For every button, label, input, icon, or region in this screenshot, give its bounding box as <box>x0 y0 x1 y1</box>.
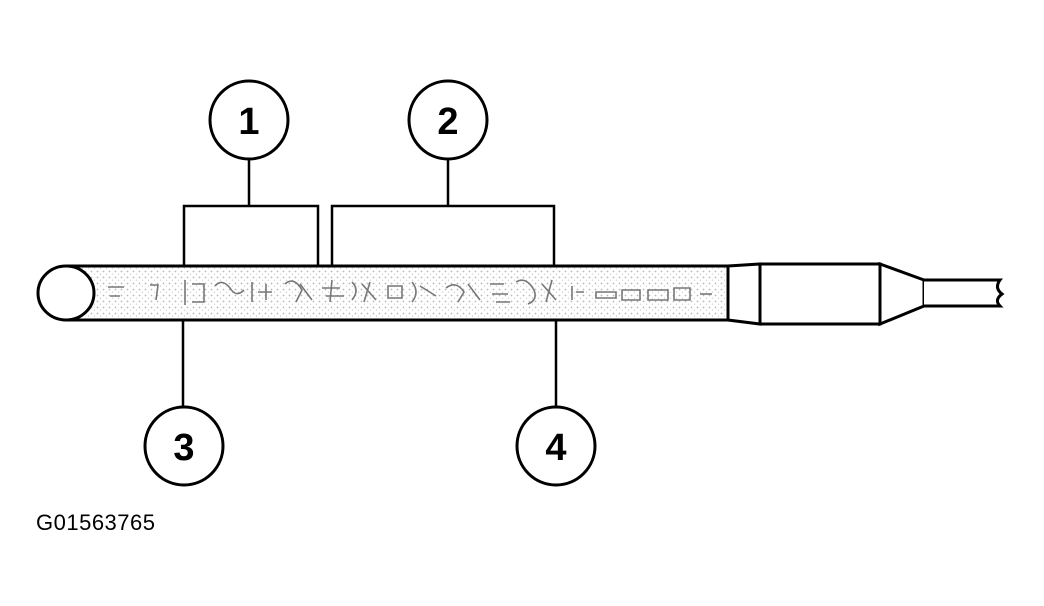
callout-1: 1 <box>208 79 290 161</box>
callout-label: 3 <box>173 427 194 469</box>
callout-4: 4 <box>515 405 597 487</box>
callout-circle <box>515 405 597 487</box>
tube-end-cap <box>36 264 96 322</box>
callout-label: 4 <box>545 427 566 469</box>
graduation-marks <box>108 279 712 305</box>
handle-taper <box>878 261 926 327</box>
callout-circle <box>208 79 290 161</box>
callout-circle <box>143 405 225 487</box>
figure-id: G01563765 <box>36 510 156 535</box>
callout-label: 1 <box>238 101 259 143</box>
bracket-1 <box>182 160 320 266</box>
callout-label: 2 <box>437 101 458 143</box>
callout-circle <box>407 79 489 161</box>
callout-2: 2 <box>407 79 489 161</box>
dipstick-tube <box>36 261 1005 327</box>
handle-grip <box>758 262 882 326</box>
callout-3: 3 <box>143 405 225 487</box>
tube-stippled-section <box>66 266 728 320</box>
bracket-2 <box>330 160 556 266</box>
handle-collar <box>726 262 762 326</box>
cable-stub <box>924 278 1005 308</box>
